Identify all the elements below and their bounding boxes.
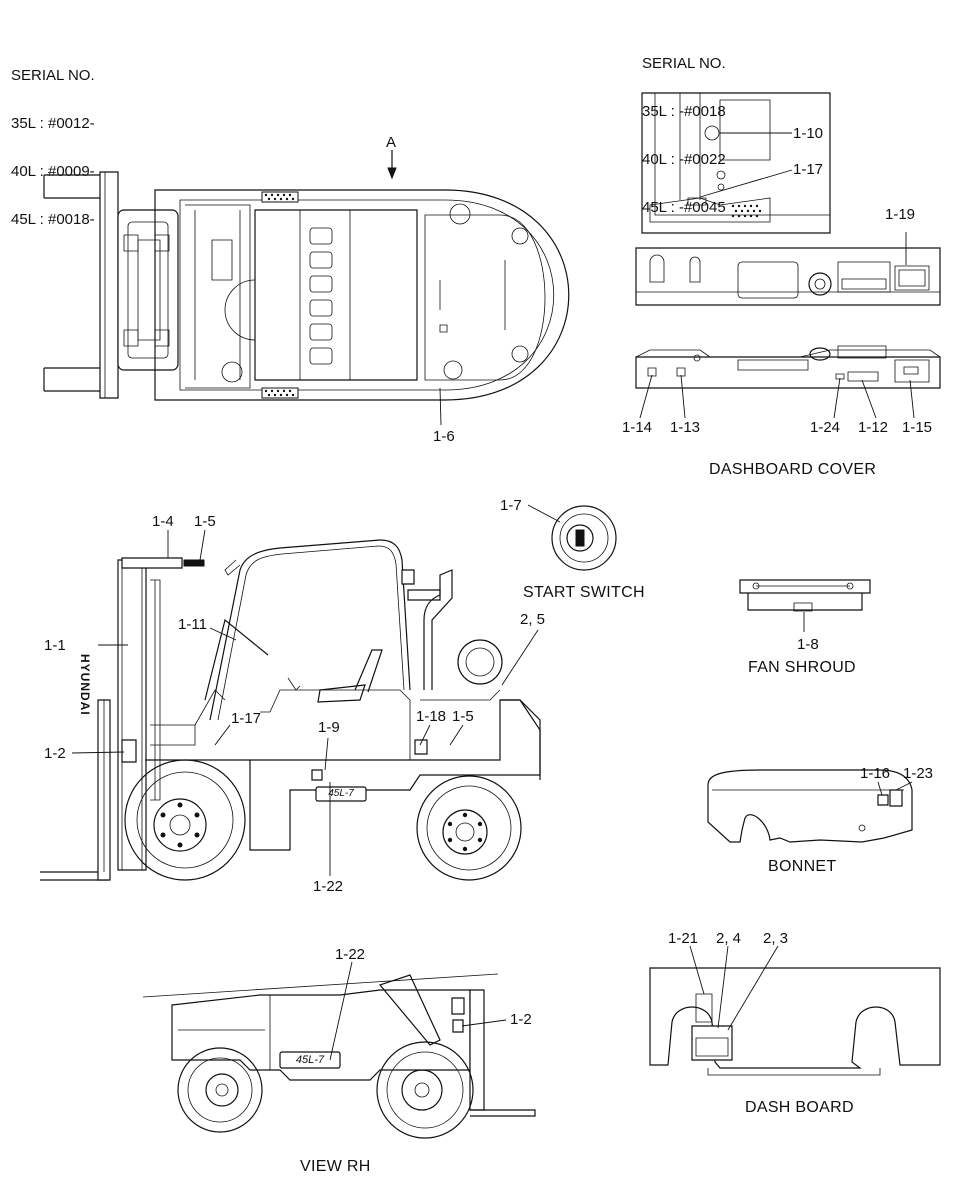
- brand-on-mast: HYUNDAI: [78, 654, 92, 716]
- callout-1-15: 1-15: [902, 419, 933, 436]
- side-view-forklift: [40, 540, 540, 880]
- callout-1-8: 1-8: [797, 636, 819, 653]
- serial-line-left-35l: 35L : #0012-: [11, 115, 95, 132]
- serial-block-right: SERIAL NO. 35L : -#0018 40L : -#0022 45L…: [642, 24, 726, 232]
- serial-line-left-45l: 45L : #0018-: [11, 211, 95, 228]
- caption-view-rh: VIEW RH: [300, 1158, 371, 1175]
- callout-1-24: 1-24: [810, 419, 841, 436]
- serial-line-right-45l: 45L : -#0045: [642, 199, 726, 216]
- view-rh-drawing: [143, 974, 535, 1138]
- start-switch-drawing: [552, 506, 616, 570]
- serial-line-right-35l: 35L : -#0018: [642, 103, 726, 120]
- callout-1-22-rh: 1-22: [335, 946, 366, 963]
- dash-board-drawing: [650, 968, 940, 1075]
- callout-1-6: 1-6: [433, 428, 455, 445]
- bonnet-drawing: [708, 770, 912, 842]
- serial-block-left: SERIAL NO. 35L : #0012- 40L : #0009- 45L…: [11, 36, 95, 244]
- callout-1-22-side: 1-22: [313, 878, 344, 895]
- callout-1-23: 1-23: [903, 765, 934, 782]
- callout-1-17-inset: 1-17: [793, 161, 824, 178]
- callout-1-5-top: 1-5: [194, 513, 216, 530]
- serial-title-left: SERIAL NO.: [11, 67, 95, 84]
- callout-2-5: 2, 5: [520, 611, 546, 628]
- callout-1-7: 1-7: [500, 497, 522, 514]
- callout-1-4: 1-4: [152, 513, 174, 530]
- callout-1-10: 1-10: [793, 125, 824, 142]
- callout-1-11: 1-11: [178, 616, 207, 633]
- callout-1-2-rh: 1-2: [510, 1011, 532, 1028]
- callout-1-2-side: 1-2: [44, 745, 66, 762]
- callout-2-3: 2, 3: [763, 930, 789, 947]
- serial-title-right: SERIAL NO.: [642, 55, 726, 72]
- caption-dashboard-cover: DASHBOARD COVER: [709, 461, 877, 478]
- caption-bonnet: BONNET: [768, 858, 837, 875]
- model-badge-side: 45L-7: [328, 788, 354, 799]
- dashboard-inset: [642, 93, 830, 233]
- dashboard-cover-bottom: [636, 346, 940, 388]
- callout-1-12: 1-12: [858, 419, 889, 436]
- callout-1-19: 1-19: [885, 206, 916, 223]
- callout-1-1: 1-1: [44, 637, 66, 654]
- callout-2-4: 2, 4: [716, 930, 742, 947]
- serial-line-right-40l: 40L : -#0022: [642, 151, 726, 168]
- callout-1-16: 1-16: [860, 765, 891, 782]
- serial-line-left-40l: 40L : #0009-: [11, 163, 95, 180]
- callout-1-18: 1-18: [416, 708, 447, 725]
- model-badge-rh: 45L-7: [295, 1054, 325, 1066]
- callout-1-14: 1-14: [622, 419, 653, 436]
- callout-1-21: 1-21: [668, 930, 699, 947]
- dashboard-cover-top: [636, 248, 940, 305]
- callout-1-17-side: 1-17: [231, 710, 262, 727]
- callout-1-5-side: 1-5: [452, 708, 474, 725]
- callout-1-9: 1-9: [318, 719, 340, 736]
- caption-fan-shroud: FAN SHROUD: [748, 659, 856, 676]
- callout-1-13: 1-13: [670, 419, 701, 436]
- fan-shroud-drawing: [740, 580, 870, 611]
- caption-start-switch: START SWITCH: [523, 584, 645, 601]
- view-arrow-label: A: [386, 134, 397, 151]
- top-view-forklift: [44, 150, 569, 400]
- caption-dash-board: DASH BOARD: [745, 1099, 854, 1116]
